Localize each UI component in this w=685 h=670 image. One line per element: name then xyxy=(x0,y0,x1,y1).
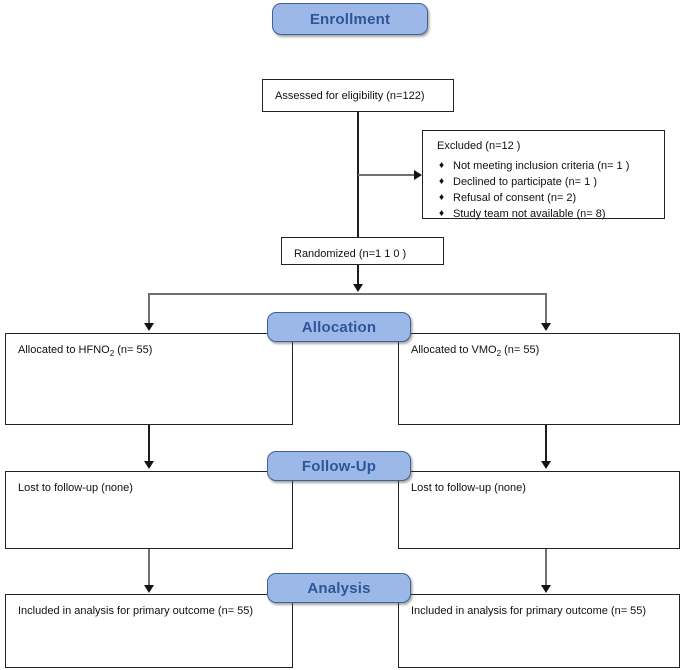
connector-split-left-arm xyxy=(148,293,150,326)
connector-spine-to-excluded xyxy=(358,174,416,176)
arrow-to-right-allocation xyxy=(541,323,551,331)
allocation-box-left: Allocated to HFNO2 (n= 55) xyxy=(5,333,293,425)
stage-banner-followup-label: Follow-Up xyxy=(301,457,377,475)
analysis-box-right: Included in analysis for primary outcome… xyxy=(398,594,680,668)
followup-left-text: Lost to follow-up (none) xyxy=(18,482,133,494)
connector-left-allocation-to-followup xyxy=(148,425,150,463)
excluded-reason-text: Refusal of consent (n= 2) xyxy=(453,191,577,204)
excluded-reason-text: Not meeting inclusion criteria (n= 1 ) xyxy=(453,159,630,172)
excluded-title: Excluded (n=12 ) xyxy=(437,140,521,152)
randomized-box: Randomized (n=1 1 0 ) xyxy=(281,237,444,265)
analysis-box-left: Included in analysis for primary outcome… xyxy=(5,594,293,668)
excluded-box: Excluded (n=12 ) ♦ Not meeting inclusion… xyxy=(422,130,665,222)
excluded-reason-list: ♦ Not meeting inclusion criteria (n= 1 )… xyxy=(423,158,664,222)
analysis-right-text: Included in analysis for primary outcome… xyxy=(411,605,647,617)
analysis-left-text: Included in analysis for primary outcome… xyxy=(18,605,254,617)
followup-right-text: Lost to follow-up (none) xyxy=(411,482,526,494)
stage-banner-allocation: Allocation xyxy=(267,312,411,342)
stage-banner-followup: Follow-Up xyxy=(267,451,411,481)
diamond-bullet-icon: ♦ xyxy=(439,175,445,187)
connector-split-horizontal xyxy=(148,293,546,295)
allocation-left-prefix: Allocated to HFNO xyxy=(18,344,110,356)
arrow-left-followup-to-analysis xyxy=(144,585,154,593)
arrow-to-left-allocation xyxy=(144,323,154,331)
stage-banner-enrollment: Enrollment xyxy=(272,3,428,35)
arrow-to-excluded xyxy=(414,170,422,180)
connector-right-allocation-to-followup xyxy=(545,425,547,463)
assessed-for-eligibility-box: Assessed for eligibility (n=122) xyxy=(262,79,454,112)
allocation-right-text: Allocated to VMO2 (n= 55) xyxy=(399,334,679,360)
assessed-for-eligibility-text: Assessed for eligibility (n=122) xyxy=(275,90,425,102)
stage-banner-analysis-label: Analysis xyxy=(307,579,371,597)
allocation-right-prefix: Allocated to VMO xyxy=(411,344,497,356)
arrow-right-allocation-to-followup xyxy=(541,461,551,469)
stage-banner-allocation-label: Allocation xyxy=(301,318,377,336)
allocation-box-right: Allocated to VMO2 (n= 55) xyxy=(398,333,680,425)
connector-left-followup-to-analysis xyxy=(148,549,150,587)
diamond-bullet-icon: ♦ xyxy=(439,207,445,219)
allocation-right-suffix: (n= 55) xyxy=(501,344,540,356)
connector-randomized-down xyxy=(357,265,359,288)
allocation-left-suffix: (n= 55) xyxy=(114,344,153,356)
excluded-reason-text: Declined to participate (n= 1 ) xyxy=(453,175,597,188)
randomized-text: Randomized (n=1 1 0 ) xyxy=(294,248,407,260)
connector-right-followup-to-analysis xyxy=(545,549,547,587)
excluded-reason-item: ♦ Refusal of consent (n= 2) xyxy=(439,190,664,206)
followup-box-left: Lost to follow-up (none) xyxy=(5,471,293,549)
excluded-reason-item: ♦ Declined to participate (n= 1 ) xyxy=(439,174,664,190)
stage-banner-enrollment-label: Enrollment xyxy=(309,10,391,28)
allocation-left-subscript: 2 xyxy=(109,349,115,359)
excluded-reason-text: Study team not available (n= 8) xyxy=(453,207,606,220)
allocation-right-subscript: 2 xyxy=(496,349,502,359)
arrow-right-followup-to-analysis xyxy=(541,585,551,593)
connector-split-right-arm xyxy=(545,293,547,326)
diamond-bullet-icon: ♦ xyxy=(439,191,445,203)
excluded-reason-item: ♦ Study team not available (n= 8) xyxy=(439,206,664,222)
diamond-bullet-icon: ♦ xyxy=(439,159,445,171)
followup-box-right: Lost to follow-up (none) xyxy=(398,471,680,549)
allocation-left-text: Allocated to HFNO2 (n= 55) xyxy=(6,334,292,360)
arrow-left-allocation-to-followup xyxy=(144,461,154,469)
connector-assessed-to-randomized xyxy=(357,112,359,237)
arrow-randomized-split xyxy=(353,284,363,292)
stage-banner-analysis: Analysis xyxy=(267,573,411,603)
excluded-reason-item: ♦ Not meeting inclusion criteria (n= 1 ) xyxy=(439,158,664,174)
